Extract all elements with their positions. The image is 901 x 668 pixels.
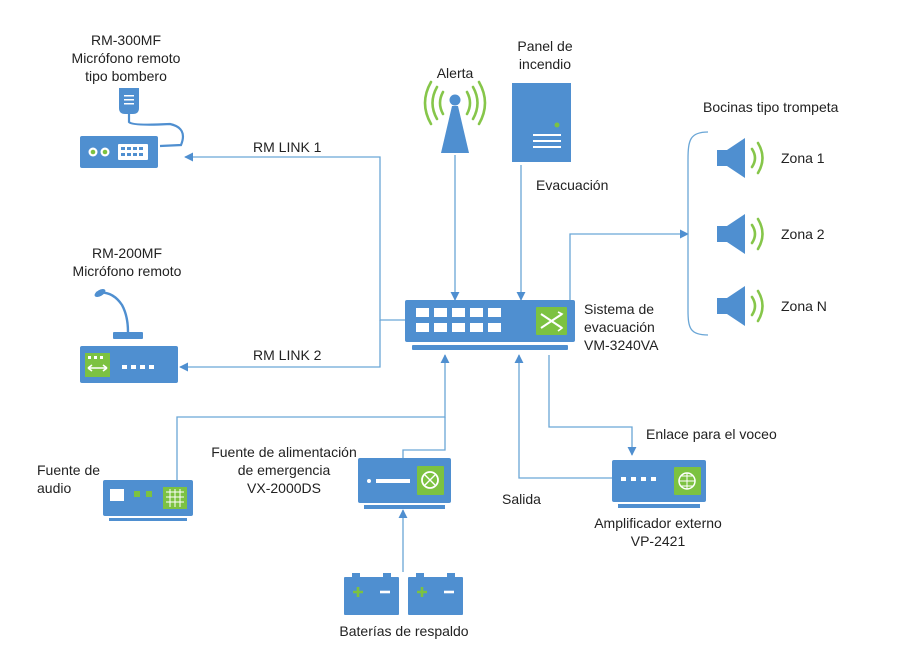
fire-panel-icon [512,83,571,162]
horn-speaker-icon [717,286,745,326]
horn-zone-1: Zona 1 [717,138,825,178]
power-supply-line3: VX-2000DS [247,480,321,496]
amplifier-line1: Amplificador externo [594,515,722,531]
output-label: Salida [502,491,541,507]
fire-panel-line1: Panel de [517,38,572,54]
paging-link-line [548,355,637,456]
alert-beacon: Alerta [423,65,487,153]
horn-speaker-icon [717,138,745,178]
battery-icon [408,573,463,615]
horn-zone-2: Zona 2 [717,214,825,254]
external-amplifier: Enlace para el voceo Salida Amplificador… [502,426,777,549]
switch-icon [405,300,575,342]
gooseneck-mic-icon [94,289,106,297]
horns-title: Bocinas tipo trompeta [703,99,839,115]
horn-speaker-icon [717,214,745,254]
rm-link-1-line [184,152,405,321]
zone-n-label: Zona N [781,298,827,314]
audio-source-line [176,354,450,480]
rm300-line1: RM-300MF [91,32,161,48]
battery-icon [344,573,399,615]
antenna-icon [449,94,461,106]
rm300-line2: Micrófono remoto [72,50,181,66]
audio-source-line1: Fuente de [37,462,100,478]
rm-link-2-line [179,320,381,372]
power-supply-line2: de emergencia [238,462,331,478]
horn-bracket [687,131,709,336]
audio-source-line2: audio [37,480,71,496]
system-line3: VM-3240VA [584,337,659,353]
horn-speakers: Bocinas tipo trompeta Zona 1 Zona 2 Zona… [703,99,839,326]
paging-link-label: Enlace para el voceo [646,426,777,442]
rm-link-2-label: RM LINK 2 [253,347,322,363]
batteries-label: Baterías de respaldo [339,623,468,639]
connection-lines [176,131,709,572]
system-line2: evacuación [584,319,655,335]
fire-panel-line2: incendio [519,56,571,72]
zone-1-label: Zona 1 [781,150,825,166]
rm-200mf-device: RM-200MF Micrófono remoto [73,245,182,383]
power-supply-device: Fuente de alimentación de emergencia VX-… [211,444,451,509]
evacuation-system-device: Sistema de evacuación VM-3240VA [405,300,659,353]
fireman-mic-icon [119,88,139,114]
amplifier-line2: VP-2421 [631,533,686,549]
power-supply-line [402,417,446,458]
power-supply-line1: Fuente de alimentación [211,444,357,460]
horn-line [569,229,689,300]
rm-300mf-device: RM-300MF Micrófono remoto tipo bombero [72,32,185,168]
evacuation-label: Evacuación [536,177,608,193]
rm-link-1-label: RM LINK 1 [253,139,322,155]
system-line1: Sistema de [584,301,654,317]
zone-2-label: Zona 2 [781,226,825,242]
output-line [514,354,612,479]
backup-batteries: Baterías de respaldo [339,573,469,639]
audio-source-device: Fuente de audio [37,462,193,521]
rm200-line1: RM-200MF [92,245,162,261]
horn-zone-n: Zona N [717,286,827,326]
alert-label: Alerta [437,65,474,81]
fire-panel: Panel de incendio [512,38,573,162]
signal-wave-icon [438,90,445,116]
rm300-line3: tipo bombero [85,68,167,84]
rm200-line2: Micrófono remoto [73,263,182,279]
